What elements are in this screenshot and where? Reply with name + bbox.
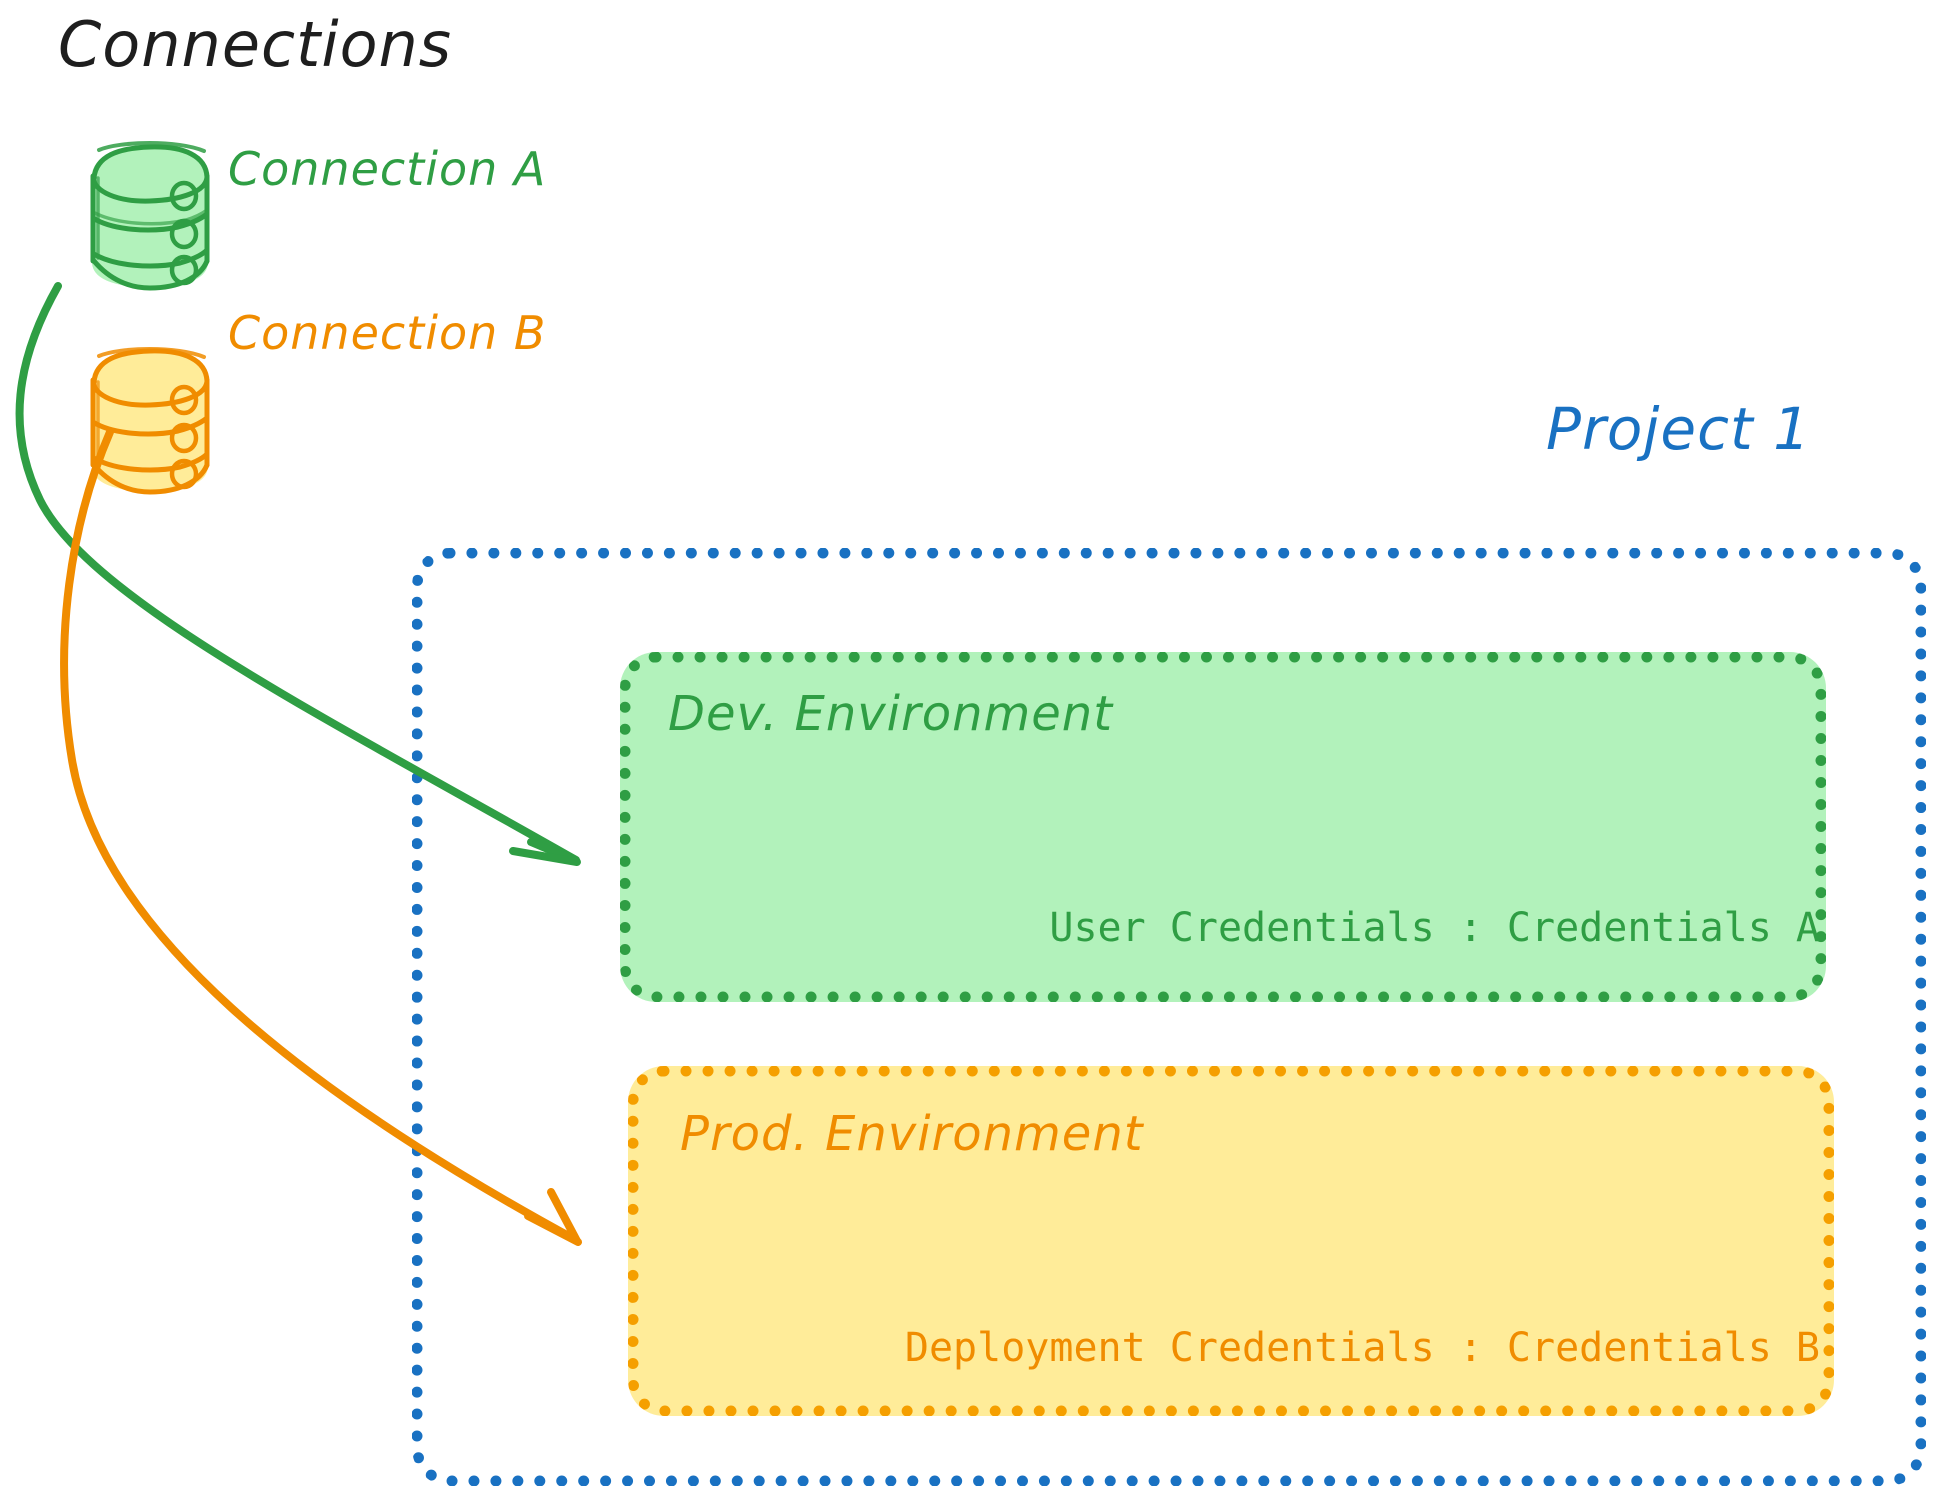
database-cylinder-icon-connection-b[interactable] xyxy=(90,347,210,495)
project-title-label: Project 1 xyxy=(1546,395,1812,463)
database-cylinder-icon-connection-a[interactable] xyxy=(90,141,210,291)
connection-b-label[interactable]: Connection B xyxy=(228,306,547,360)
dev-environment-title: Dev. Environment xyxy=(668,686,1114,742)
dev-environment-box[interactable] xyxy=(620,652,1826,1002)
prod-environment-title: Prod. Environment xyxy=(680,1106,1144,1162)
dev-environment-credentials: User Credentials : Credentials A xyxy=(1049,905,1820,951)
project-container-box[interactable] xyxy=(412,548,1926,1486)
prod-environment-box[interactable] xyxy=(628,1066,1834,1416)
connection-a-label[interactable]: Connection A xyxy=(228,142,547,196)
prod-environment-credentials: Deployment Credentials : Credentials B xyxy=(904,1325,1820,1371)
page-title: Connections xyxy=(58,8,453,81)
arrow-connection-b-to-prod xyxy=(60,428,582,1246)
